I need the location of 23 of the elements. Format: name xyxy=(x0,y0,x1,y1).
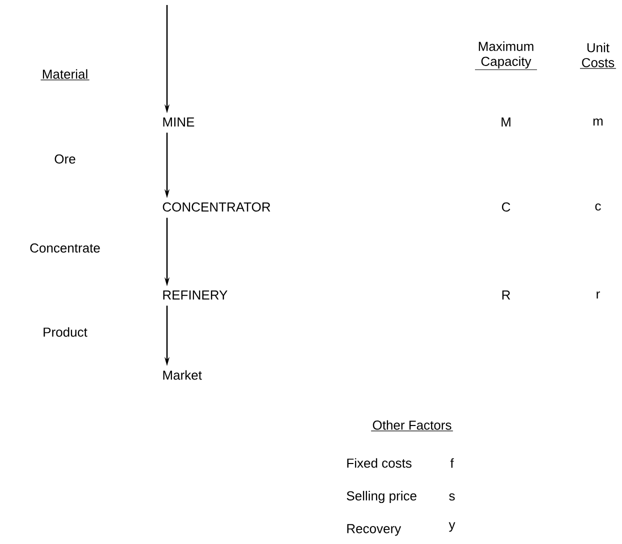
value-symbol: y xyxy=(448,522,456,532)
stage-label: CONCENTRATOR xyxy=(162,202,270,212)
column-heading: Other Factors xyxy=(370,420,454,432)
column-heading: Material xyxy=(40,69,90,80)
column-heading: Maximum Capacity xyxy=(474,41,538,70)
value-symbol: s xyxy=(449,493,455,501)
value-symbol: c xyxy=(595,203,601,211)
value-symbol: f xyxy=(450,458,454,468)
stage-label: REFINERY xyxy=(163,290,228,300)
material-label: Concentrate xyxy=(30,243,100,253)
value-symbol: m xyxy=(593,118,603,126)
factor-label: Recovery xyxy=(347,524,402,536)
column-heading: Unit Costs xyxy=(580,42,616,69)
factor-label: Selling price xyxy=(346,490,416,504)
material-label: Ore xyxy=(54,154,76,164)
stage-label: Market xyxy=(163,370,202,380)
factor-label: Fixed costs xyxy=(347,458,412,468)
stage-label: MINE xyxy=(163,118,194,126)
value-symbol: C xyxy=(502,202,510,212)
material-label: Product xyxy=(44,327,88,337)
value-symbol: M xyxy=(502,118,510,126)
value-symbol: R xyxy=(502,290,510,300)
value-symbol: r xyxy=(596,292,600,298)
